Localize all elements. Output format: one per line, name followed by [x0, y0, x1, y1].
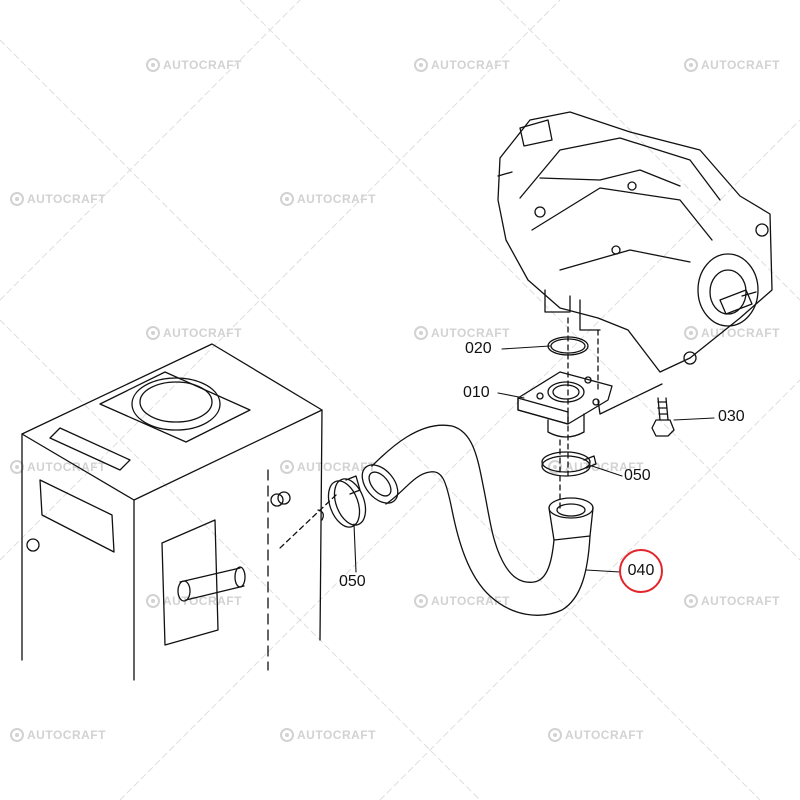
- hose-clamp-050-left: [327, 475, 367, 528]
- bolt-lead-line: [597, 383, 663, 415]
- callout-010: 010: [463, 384, 490, 401]
- hose-clamp-050-right: [541, 451, 597, 477]
- pump-shaft-flange: [697, 253, 759, 327]
- callout-020: 020: [465, 340, 492, 357]
- callout-050-right: 050: [624, 467, 651, 484]
- callout-040-highlighted: 040: [619, 549, 663, 593]
- flange-010: [517, 371, 613, 438]
- hose-end-lower: [548, 497, 594, 519]
- hose-040: [361, 424, 594, 616]
- leader-lines: [353, 345, 715, 573]
- tank-front: [21, 409, 323, 681]
- callout-030: 030: [718, 408, 745, 425]
- tank-lid-outer: [99, 371, 251, 443]
- pump-body: [497, 111, 773, 373]
- callout-050-left: 050: [339, 573, 366, 590]
- tank-bracket: [161, 519, 219, 646]
- pump-shaft: [719, 289, 753, 315]
- tank-filler-opening: [131, 377, 221, 431]
- hose-outline: [371, 424, 591, 616]
- hose-end-upper: [361, 464, 399, 504]
- hydraulic-pump: [497, 111, 773, 373]
- bolt-030: [651, 397, 675, 437]
- tank-assembly: [21, 343, 324, 681]
- tank-outlet-pipe: [179, 567, 245, 601]
- tank-side-plate: [39, 479, 115, 553]
